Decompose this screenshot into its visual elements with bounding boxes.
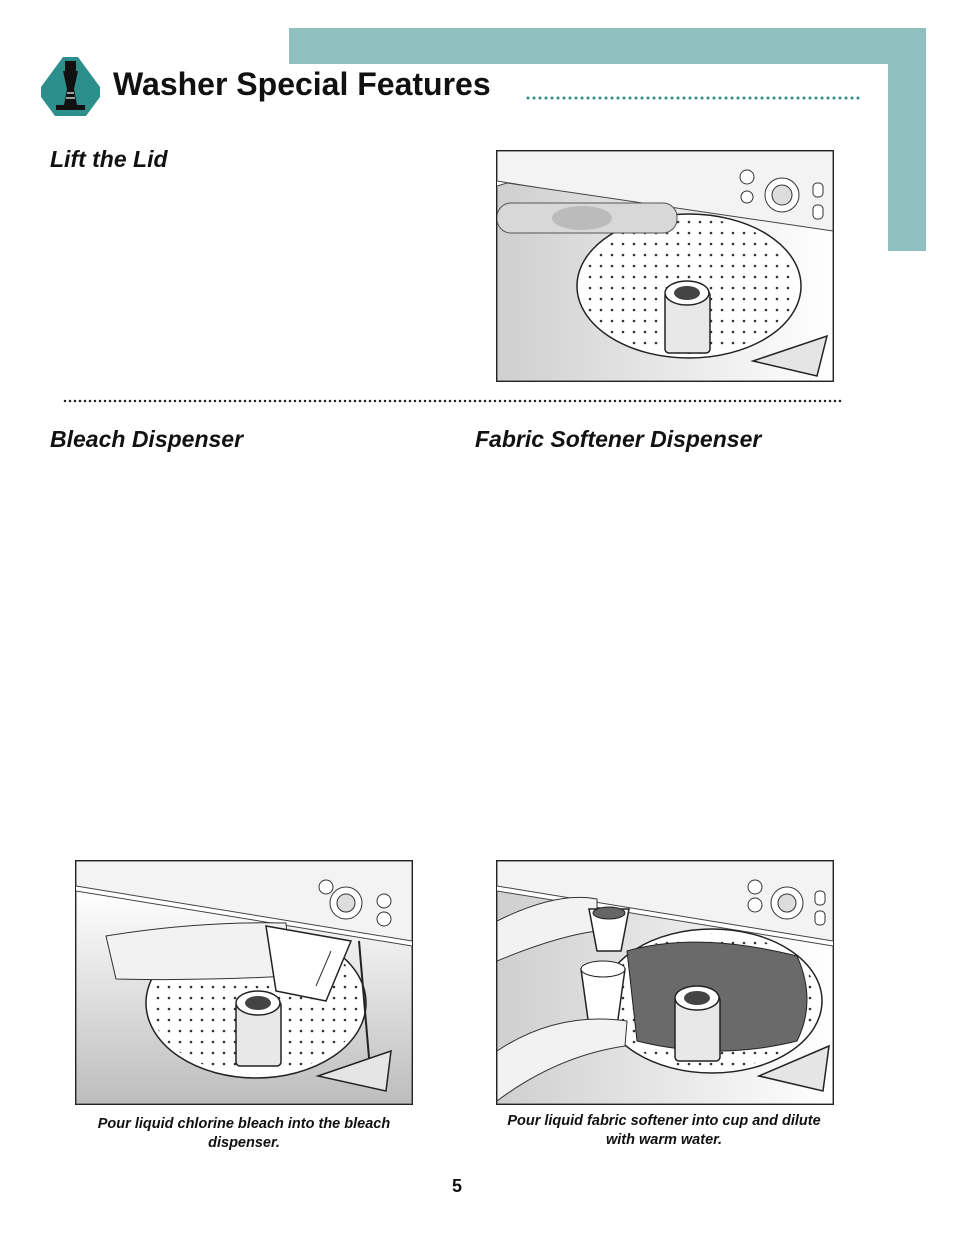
section-divider [63, 399, 843, 403]
page-number: 5 [451, 1176, 462, 1196]
accent-tab-band [289, 28, 926, 64]
page-title: Washer Special Features [113, 66, 491, 102]
lift-lid-illustration [496, 150, 834, 382]
bleach-dispenser-heading: Bleach Dispenser [50, 426, 244, 452]
accent-tab-side [888, 28, 926, 251]
bleach-caption: Pour liquid chlorine bleach into the ble… [97, 1116, 391, 1151]
title-dotted-leader [526, 96, 862, 100]
lift-the-lid-heading: Lift the Lid [50, 146, 168, 172]
fabric-softener-illustration [496, 860, 834, 1105]
fabric-softener-dispenser-heading: Fabric Softener Dispenser [475, 426, 762, 452]
bleach-dispenser-illustration [75, 860, 413, 1105]
fabric-softener-caption: Pour liquid fabric softener into cup and… [507, 1113, 821, 1148]
lighthouse-logo-icon [41, 57, 100, 116]
